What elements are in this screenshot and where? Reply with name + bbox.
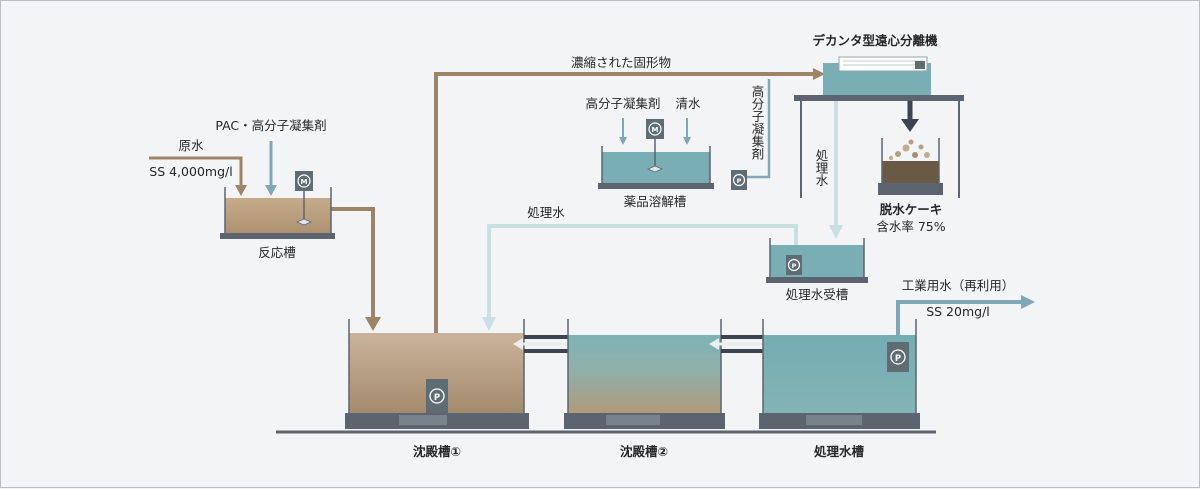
concentrated-solids-flow xyxy=(434,72,813,383)
reaction-outflow-arrow xyxy=(365,317,381,331)
industrial-water-label: 工業用水（再利用） xyxy=(902,278,1015,293)
treated-return-arrow xyxy=(482,317,496,331)
svg-text:M: M xyxy=(301,178,308,186)
svg-text:P: P xyxy=(737,177,742,185)
mixer-blade-icon xyxy=(295,218,313,226)
treated-water-vertical-label: 処理水 xyxy=(814,149,829,187)
clean-water-arrow xyxy=(683,137,691,145)
moisture-content-label: 含水率 75% xyxy=(876,219,945,234)
reaction-tank-base xyxy=(220,233,335,239)
industrial-water-outflow xyxy=(896,300,1023,336)
concentrated-solids-label: 濃縮された固形物 xyxy=(571,55,671,70)
decanter-treated-arrow xyxy=(829,225,843,239)
chemical-motor-icon: M xyxy=(646,119,664,139)
svg-text:P: P xyxy=(434,393,440,403)
chemical-tank xyxy=(598,139,714,189)
industrial-water-arrow xyxy=(1021,295,1035,309)
polymer-feed-line xyxy=(747,79,771,179)
treated-water-return xyxy=(487,224,798,319)
decanter-platform xyxy=(794,95,964,101)
dewatered-cake-label: 脱水ケーキ xyxy=(880,202,943,217)
treatment-pump-icon: P xyxy=(887,342,909,372)
chem-inflow-1-arrow xyxy=(619,137,627,145)
reaction-outflow xyxy=(331,207,375,319)
treatment-tank-label: 処理水槽 xyxy=(813,444,865,459)
dewatered-cake-bin xyxy=(878,138,943,195)
decanter-label: デカンタ型遠心分離機 xyxy=(812,33,938,48)
receiving-pump-icon: P xyxy=(786,255,802,275)
treatment-water-tank xyxy=(759,319,920,429)
raw-water-inflow xyxy=(149,156,243,187)
treated-water-receiving-tank xyxy=(766,238,868,283)
polymer-vertical-label: 高分子凝集剤 xyxy=(750,84,765,161)
reaction-tank-label: 反応槽 xyxy=(258,245,296,260)
settling-tank-1-label: 沈殿槽① xyxy=(413,444,461,459)
chem-mixer-blade-icon xyxy=(646,165,664,173)
cake-drop-arrow-head xyxy=(901,119,919,132)
raw-water-arrow xyxy=(235,185,247,196)
solids-arrow-head xyxy=(813,68,825,80)
settling-tank-2-label: 沈殿槽② xyxy=(620,444,668,459)
decanter-centrifuge xyxy=(794,56,964,198)
treated-water-mid-label: 処理水 xyxy=(527,205,565,220)
out-ss-label: SS 20mg/l xyxy=(926,304,990,319)
svg-text:P: P xyxy=(792,262,797,270)
clean-water-label: 清水 xyxy=(675,96,701,111)
polymer-coagulant-label: 高分子凝集剤 xyxy=(585,96,660,111)
raw-water-label: 原水 xyxy=(178,138,204,153)
reaction-tank xyxy=(220,187,335,239)
settling-tank-2 xyxy=(564,319,725,429)
svg-text:P: P xyxy=(895,354,901,364)
treated-water-receiving-label: 処理水受槽 xyxy=(786,287,849,302)
settling-1-pump-icon: P xyxy=(426,379,448,413)
svg-text:M: M xyxy=(652,126,659,134)
chemical-tank-label: 薬品溶解槽 xyxy=(624,194,687,209)
pac-coagulant-label: PAC・高分子凝集剤 xyxy=(215,118,326,133)
reaction-motor-icon: M xyxy=(295,171,313,191)
chemical-pump-icon: P xyxy=(731,170,747,190)
pac-arrow xyxy=(265,185,277,196)
raw-ss-label: SS 4,000mg/l xyxy=(149,164,232,179)
